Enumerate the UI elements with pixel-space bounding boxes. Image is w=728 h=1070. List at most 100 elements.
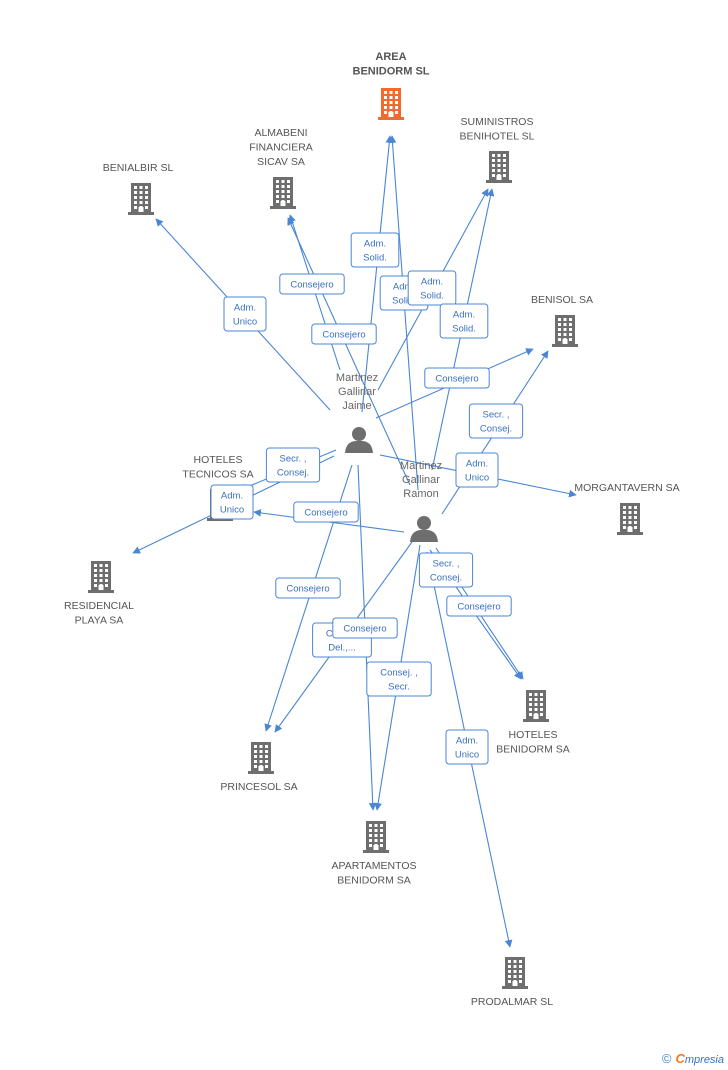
edge-label-text: Consejero bbox=[290, 280, 333, 291]
edge-label-text: Solid. bbox=[392, 296, 416, 307]
edge-ramon-almabeni bbox=[287, 217, 411, 486]
edge-label-jaime-residencial[interactable]: Adm. Unico bbox=[210, 484, 254, 520]
edge-label-text: Consejero bbox=[322, 330, 365, 341]
edge-label-box bbox=[468, 403, 524, 439]
edge-label-ramon-almabeni[interactable]: Consejero bbox=[311, 323, 377, 345]
edge-label-box bbox=[366, 661, 432, 697]
edge-label-box bbox=[439, 303, 489, 339]
person-label: Gallinar bbox=[402, 474, 440, 486]
edge-label-text: Adm. bbox=[421, 277, 443, 288]
building-icon bbox=[88, 561, 114, 593]
company-label: BENIALBIR SL bbox=[103, 162, 174, 174]
edge-label-jaime-suministros[interactable]: Adm. Solid. bbox=[407, 270, 457, 306]
company-label: BENIDORM SL bbox=[353, 66, 430, 78]
edge-label-ramon-hotelesbenidorm[interactable]: Consejero bbox=[446, 595, 512, 617]
edge-label-text: Adm. bbox=[393, 282, 415, 293]
edge-label-box bbox=[275, 577, 341, 599]
edge-label-text: Adm. bbox=[453, 310, 475, 321]
company-label: BENIDORM SA bbox=[337, 875, 411, 887]
company-node-morgantavern[interactable]: MORGANTAVERN SA bbox=[574, 482, 680, 535]
building-icon bbox=[128, 183, 154, 215]
edge-label-ramon-prodalmar[interactable]: Adm.Unico bbox=[445, 729, 489, 765]
person-icon bbox=[345, 427, 373, 453]
company-label: ALMABENI bbox=[254, 127, 307, 139]
edge-label-ramon-hotelestecnicos[interactable]: Consejero bbox=[293, 501, 359, 523]
edge-label-jaime-hotelestecnicos[interactable]: Secr. ,Consej. bbox=[265, 447, 321, 483]
edge-label-jaime-area[interactable]: Adm.Solid. bbox=[350, 232, 400, 268]
edge-label-box bbox=[265, 447, 321, 483]
edge-label-text: Adm. bbox=[466, 459, 488, 470]
edge-labels-layer: Adm.Solid.Adm.Solid.Adm.Solid.Adm.Solid.… bbox=[210, 232, 524, 765]
person-label: Jaime bbox=[342, 400, 371, 412]
company-node-prodalmar[interactable]: PRODALMAR SL bbox=[471, 957, 553, 1008]
edge-label-text: Consejero bbox=[435, 374, 478, 385]
edge-label-box bbox=[424, 367, 490, 389]
company-label: SICAV SA bbox=[257, 156, 305, 168]
edge-label-text: Unico bbox=[220, 505, 244, 516]
company-label: BENISOL SA bbox=[531, 294, 593, 306]
edge-label-jaime-benialbir[interactable]: Adm.Unico bbox=[223, 296, 267, 332]
company-node-benisol[interactable]: BENISOL SA bbox=[531, 294, 593, 347]
edge-label-jaime-apartamentos[interactable]: Consejero bbox=[332, 617, 398, 639]
edge-label-box bbox=[350, 232, 400, 268]
edge-label-box bbox=[445, 729, 489, 765]
company-label: HOTELES bbox=[193, 454, 242, 466]
edge-label-text: Consejero bbox=[304, 508, 347, 519]
edge-label-ramon-apartamentos[interactable]: Consej. , Secr. bbox=[366, 661, 432, 697]
edge-label-text: Consejero bbox=[343, 624, 386, 635]
edge-label-box bbox=[279, 273, 345, 295]
edge-label-text: Secr. , bbox=[483, 410, 510, 421]
edge-label-box bbox=[311, 323, 377, 345]
copyright-symbol: © bbox=[661, 1051, 672, 1066]
edge-label-text: Secr. bbox=[388, 682, 410, 693]
company-node-area[interactable]: AREA BENIDORM SL bbox=[353, 51, 430, 120]
company-label: APARTAMENTOS bbox=[332, 860, 417, 872]
brand-logo-text: mpresia bbox=[684, 1054, 724, 1066]
building-icon bbox=[248, 742, 274, 774]
edge-label-text: Consej. , bbox=[380, 668, 418, 679]
person-label: Martinez bbox=[400, 460, 442, 472]
building-icon bbox=[363, 821, 389, 853]
edge-label-jaime-almabeni[interactable]: Consejero bbox=[279, 273, 345, 295]
edge-label-text: Adm. bbox=[364, 239, 386, 250]
edge-label-text: Solid. bbox=[452, 324, 476, 335]
edge-label-text: Del.,... bbox=[328, 643, 355, 654]
edge-label-box bbox=[418, 552, 474, 588]
edge-label-ramon-benisol[interactable]: Secr. ,Consej. bbox=[468, 403, 524, 439]
edge-label-ramon-hotelesbenidorm[interactable]: Secr. ,Consej. bbox=[418, 552, 474, 588]
edge-label-text: Adm. bbox=[221, 491, 243, 502]
edge-label-text: Unico bbox=[455, 750, 479, 761]
company-label: PRODALMAR SL bbox=[471, 996, 553, 1008]
building-icon bbox=[270, 177, 296, 209]
edge-label-text: Secr. , bbox=[433, 559, 460, 570]
company-label: BENIHOTEL SL bbox=[460, 131, 535, 143]
edge-label-text: Consejero bbox=[286, 584, 329, 595]
edge-label-ramon-suministros[interactable]: Adm. Solid. bbox=[439, 303, 489, 339]
person-label: Gallinar bbox=[338, 386, 376, 398]
company-node-apartamentos[interactable]: APARTAMENTOS BENIDORM SA bbox=[332, 821, 417, 887]
company-node-princesol[interactable]: PRINCESOL SA bbox=[220, 742, 298, 793]
edge-label-box bbox=[293, 501, 359, 523]
company-label: AREA bbox=[375, 51, 406, 63]
edge-label-text: Solid. bbox=[420, 291, 444, 302]
edge-label-box bbox=[223, 296, 267, 332]
edge-label-jaime-benisol[interactable]: Consejero bbox=[424, 367, 490, 389]
edge-label-box bbox=[455, 452, 499, 488]
company-label: RESIDENCIAL bbox=[64, 600, 134, 612]
building-icon bbox=[523, 690, 549, 722]
person-icon bbox=[410, 516, 438, 542]
company-node-benialbir[interactable]: BENIALBIR SL bbox=[103, 162, 174, 215]
brand-watermark: ©Cmpresia bbox=[662, 1051, 724, 1066]
edge-label-jaime-princesol[interactable]: Consejero bbox=[275, 577, 341, 599]
edge-label-text: Consej. bbox=[277, 468, 309, 479]
edge-label-jaime-morgantavern[interactable]: Adm.Unico bbox=[455, 452, 499, 488]
edge-jaime-area bbox=[361, 135, 394, 413]
